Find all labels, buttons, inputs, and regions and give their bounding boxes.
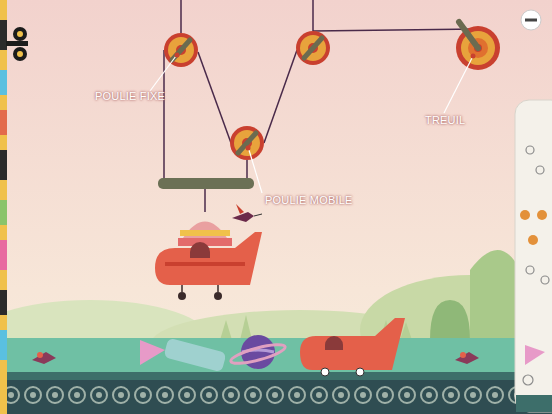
part-label: POULIE MOBILE: [265, 194, 353, 206]
part-label: POULIE FIXE: [95, 90, 165, 102]
part-label: TREUIL: [425, 114, 465, 126]
